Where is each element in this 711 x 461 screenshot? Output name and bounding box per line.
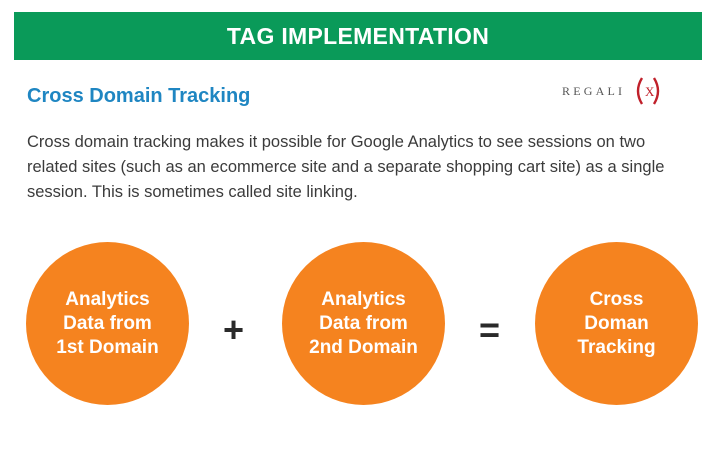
circle-first-domain: Analytics Data from 1st Domain [26, 242, 189, 405]
circle-second-domain: Analytics Data from 2nd Domain [282, 242, 445, 405]
logo-left-arc [636, 77, 644, 105]
circle-result-label: Cross Doman Tracking [577, 288, 656, 358]
equals-operator: = [479, 309, 501, 350]
circle-first-domain-label: Analytics Data from 1st Domain [56, 288, 159, 358]
plus-operator: + [223, 309, 245, 350]
logo-mark: X [645, 84, 655, 99]
header-banner: TAG IMPLEMENTATION [14, 12, 702, 60]
description-text: Cross domain tracking makes it possible … [27, 133, 665, 201]
circle-second-domain-label: Analytics Data from 2nd Domain [309, 288, 418, 358]
logo-text: REGALI [562, 84, 625, 98]
regalix-logo: REGALI X [562, 77, 660, 105]
page-title: TAG IMPLEMENTATION [226, 22, 490, 49]
logo-right-arc [652, 77, 660, 105]
section-heading: Cross Domain Tracking [27, 85, 251, 107]
circle-result: Cross Doman Tracking [535, 242, 698, 405]
